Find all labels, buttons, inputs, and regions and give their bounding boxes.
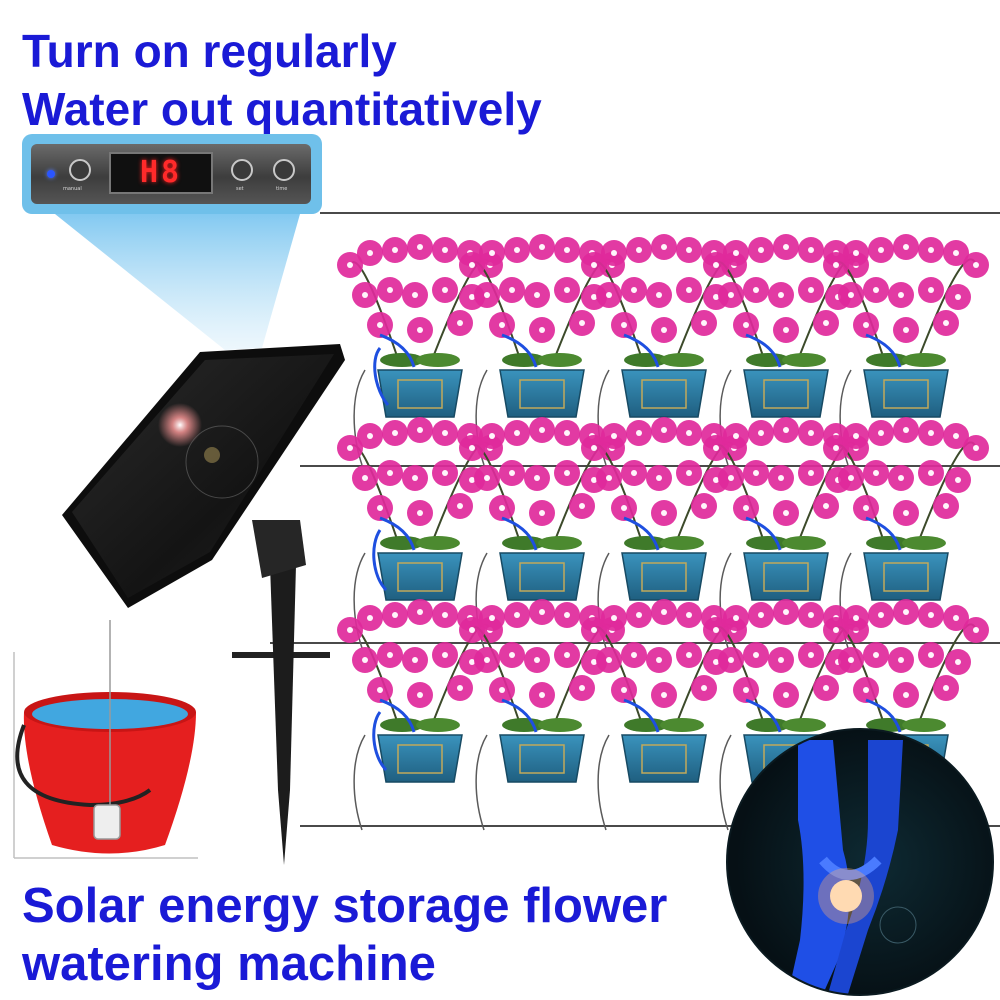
power-indicator-icon [47, 170, 55, 178]
flower-pot [377, 552, 463, 601]
orchid-grid [337, 234, 989, 831]
flower-pot [621, 734, 707, 783]
footer-line-1: Solar energy storage flower [22, 879, 668, 933]
headline-line-1: Turn on regularly [22, 25, 397, 77]
flower-pot [863, 552, 949, 601]
flower-pot [499, 734, 585, 783]
solar-panel [62, 344, 345, 608]
flower-pot [499, 369, 585, 418]
potted-orchid [337, 417, 503, 649]
potted-orchid [823, 234, 989, 466]
drip-tubes [372, 347, 390, 772]
ground-stake [232, 520, 330, 865]
manual-button-caption: manual [63, 186, 82, 192]
set-button-caption: set [236, 186, 244, 192]
flower-pot [743, 552, 829, 601]
potted-orchid [459, 599, 625, 831]
digital-display: H8 [109, 152, 213, 194]
set-button[interactable] [231, 159, 253, 181]
potted-orchid [459, 417, 625, 649]
potted-orchid [823, 417, 989, 649]
projection-beam [55, 214, 300, 350]
potted-orchid [703, 234, 869, 466]
dripper-clip-icon [788, 740, 917, 994]
flower-pot [377, 369, 463, 418]
time-button-caption: time [276, 186, 288, 192]
water-bucket [13, 620, 198, 859]
flower-pot [377, 734, 463, 783]
flower-pot [621, 369, 707, 418]
controller-face: manual H8 set time [31, 144, 311, 204]
potted-orchid [337, 599, 503, 831]
flower-pot [863, 369, 949, 418]
dripper-closeup [726, 728, 994, 996]
potted-orchid [581, 234, 747, 466]
time-button[interactable] [273, 159, 295, 181]
headline-line-2: Water out quantitatively [22, 83, 542, 135]
timer-controller: manual H8 set time [22, 134, 322, 214]
manual-button[interactable] [69, 159, 91, 181]
flower-pot [621, 552, 707, 601]
flower-pot [499, 552, 585, 601]
footer-line-2: watering machine [22, 937, 436, 991]
flower-pot [743, 369, 829, 418]
potted-orchid [337, 234, 503, 466]
